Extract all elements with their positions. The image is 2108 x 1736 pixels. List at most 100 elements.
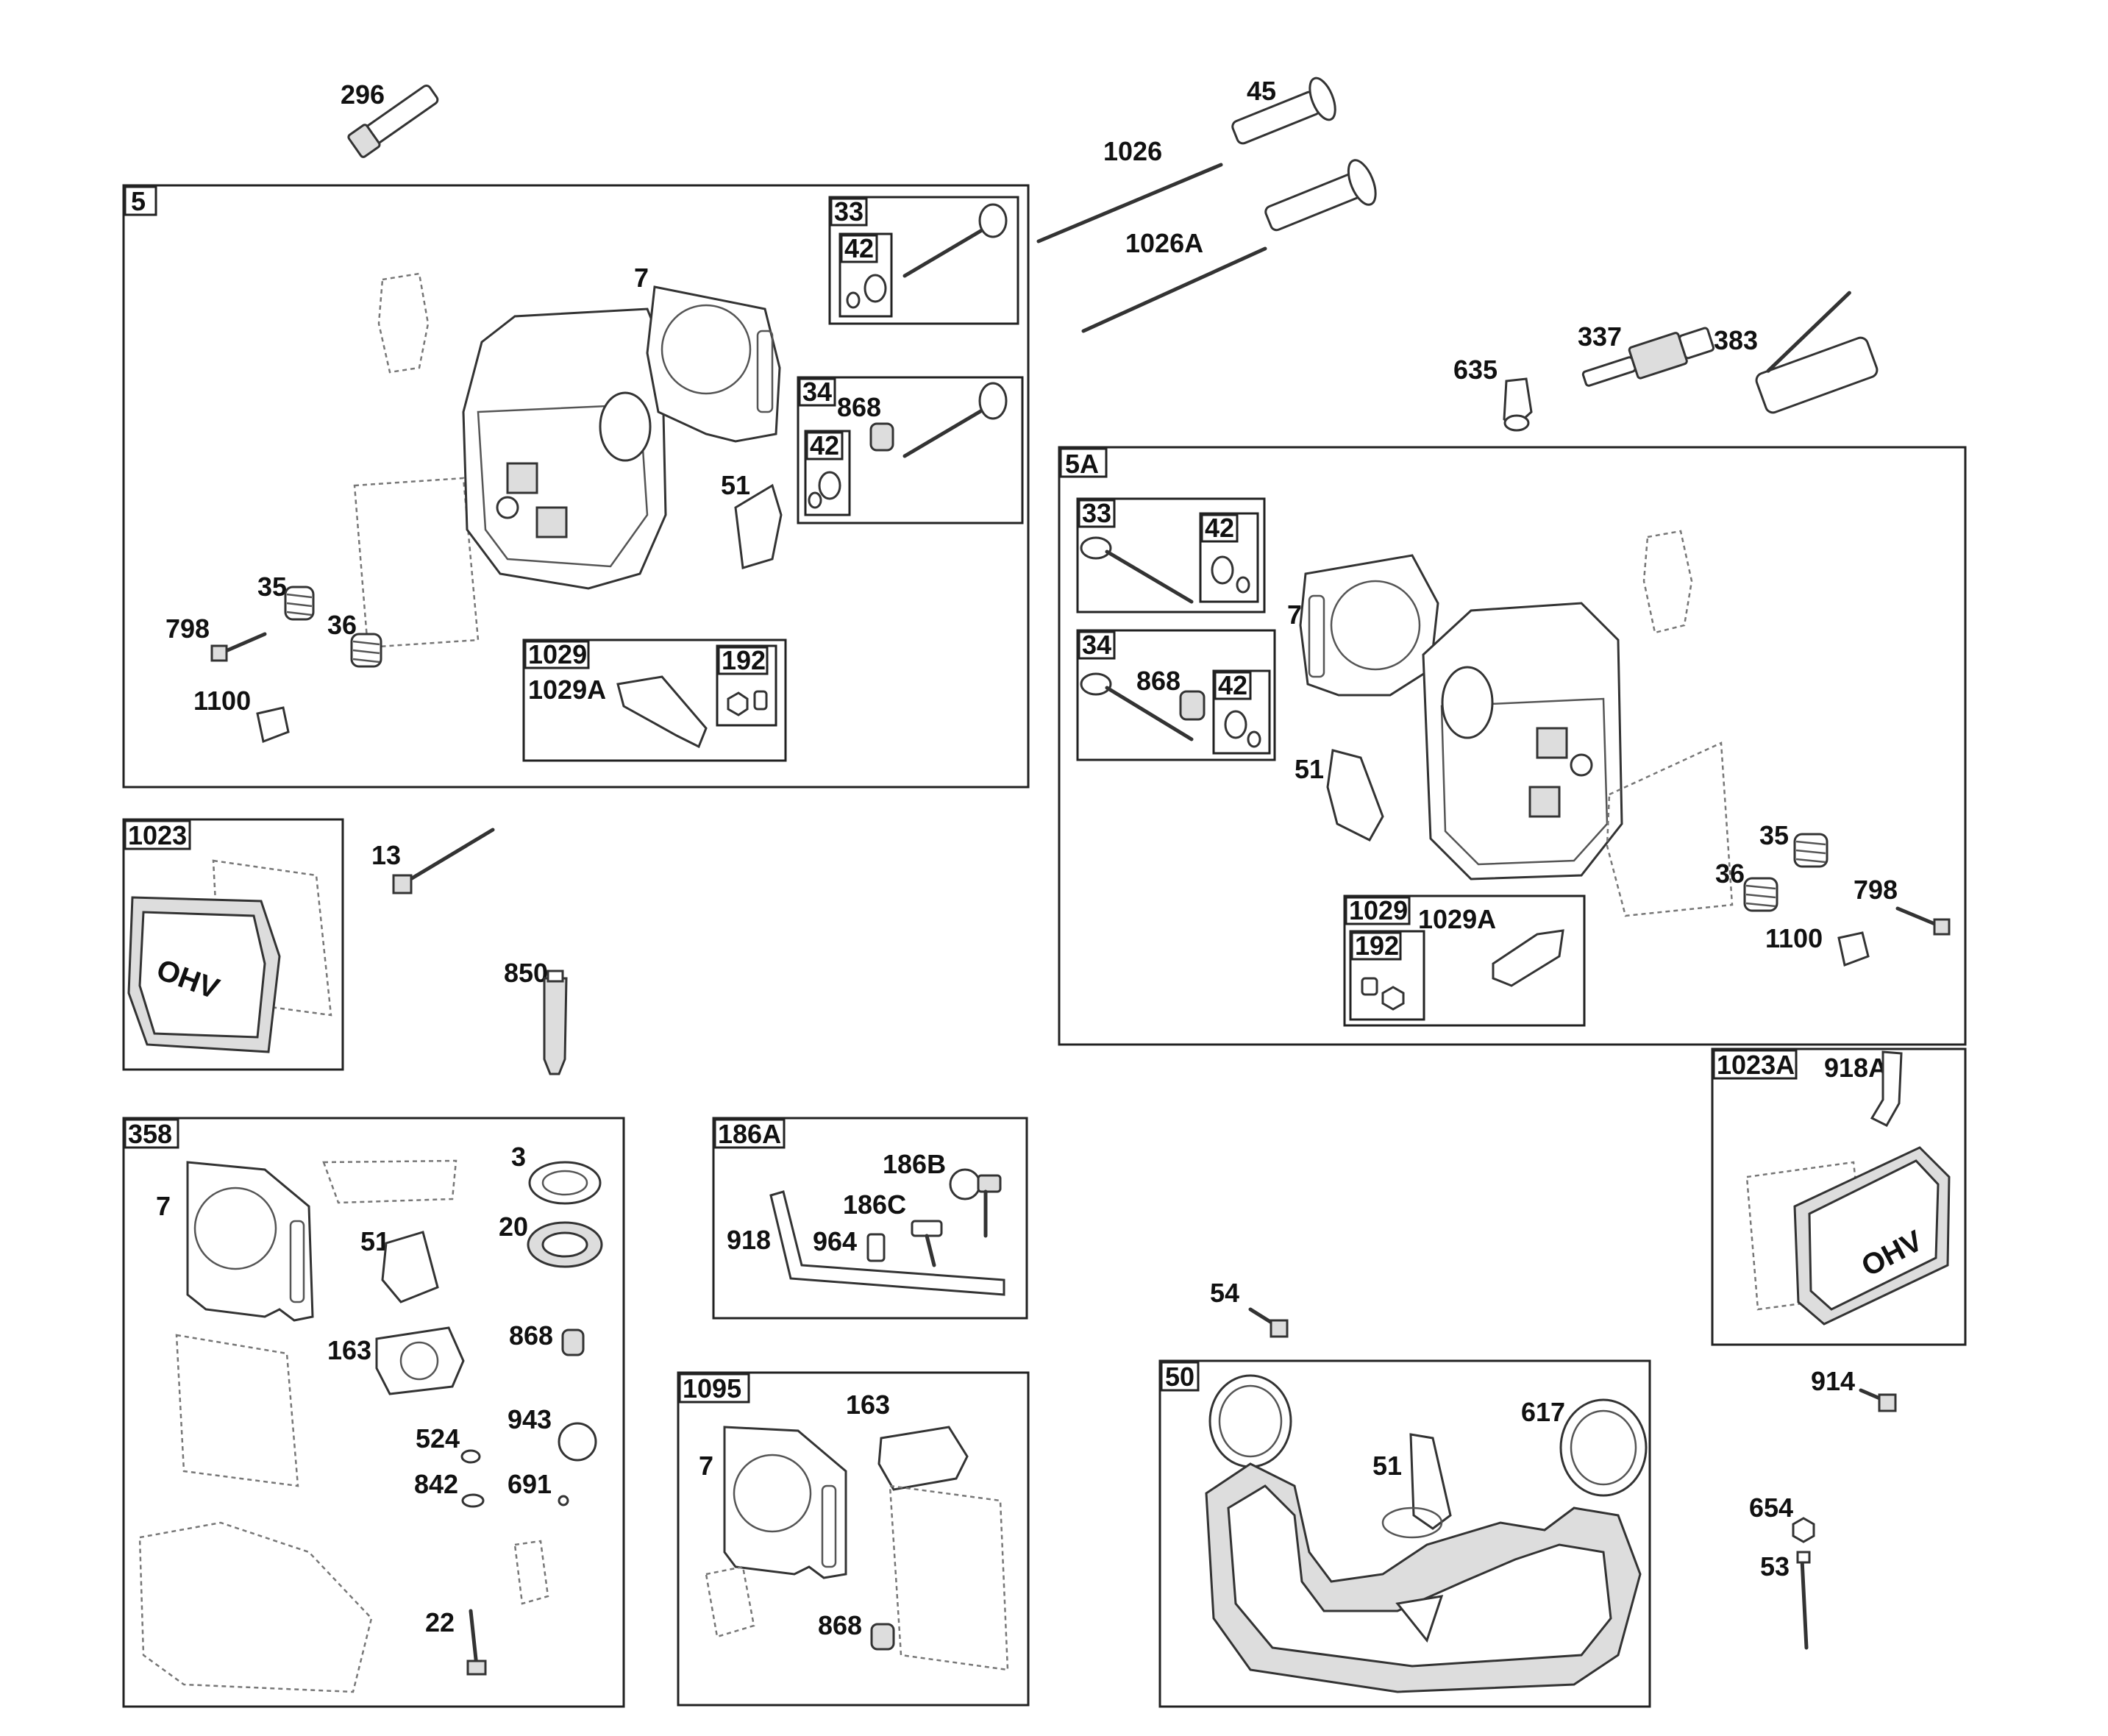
callout-358-943: 943	[508, 1404, 552, 1434]
section-186a: 186A 186B 186C 918 964	[712, 1117, 1028, 1320]
subbox-5a-192-frame	[1349, 930, 1425, 1021]
subbox-5a-34: 34 868 42	[1076, 629, 1276, 761]
valve-spring-5a-35	[1793, 833, 1829, 868]
part-337-group: 337	[1578, 321, 1714, 387]
section-1023a-frame	[1711, 1047, 1967, 1346]
part-1026-pushrod	[1036, 163, 1223, 243]
section-5: 5 7 33 42	[122, 184, 1030, 789]
callout-5a-51: 51	[1295, 754, 1324, 784]
callout-5a-798: 798	[1854, 875, 1898, 905]
part-186b-fitting	[949, 1168, 1002, 1238]
oring-358-691	[558, 1495, 569, 1506]
clip-1100	[256, 706, 290, 744]
part-914-group: 914	[1811, 1366, 1897, 1412]
gasket-358-dashed-small	[513, 1540, 549, 1605]
subbox-5a-33-42-frame	[1199, 512, 1259, 603]
section-358: 358 7 3 20 51 163 868 524 943 842 691	[122, 1117, 625, 1708]
callout-35: 35	[257, 572, 287, 602]
callout-617: 617	[1521, 1397, 1565, 1427]
callout-868: 868	[837, 392, 881, 422]
nut-192	[727, 691, 749, 716]
subbox-192-frame	[716, 644, 777, 727]
callout-186c: 186C	[843, 1189, 906, 1220]
subbox-5a-33-frame	[1076, 497, 1266, 613]
part-13-bolt	[402, 828, 495, 885]
cylinder-head-5a	[1422, 602, 1623, 881]
callout-1026a: 1026A	[1125, 228, 1203, 258]
valve-retainer-icon	[864, 274, 887, 303]
part-296-group: 296	[341, 79, 439, 158]
subbox-1029-frame	[522, 638, 787, 762]
part-850-sealant-tube	[543, 977, 568, 1075]
head-gasket-1095-7	[723, 1426, 847, 1579]
section-186a-tag: 186A	[718, 1119, 781, 1149]
callout-5a-35: 35	[1759, 820, 1789, 850]
callout-5a-7: 7	[1287, 600, 1302, 630]
section-358-tag: 358	[128, 1119, 172, 1149]
subbox-192-tag: 192	[722, 645, 766, 675]
subbox-34-tag: 34	[802, 377, 832, 407]
part-296-pin	[347, 84, 439, 158]
callout-358-524: 524	[416, 1423, 460, 1454]
section-5a-tag: 5A	[1065, 449, 1099, 479]
valve-cover-1023: OHV	[127, 896, 281, 1053]
cover-gasket-1023a-dashed	[1745, 1161, 1870, 1311]
subbox-5a-33-42-tag: 42	[1205, 513, 1234, 543]
subbox-5a-34-42-frame	[1212, 669, 1271, 755]
subbox-33-42-frame	[838, 232, 893, 318]
callout-358-842: 842	[414, 1469, 458, 1499]
seal-358-868	[561, 1328, 585, 1356]
section-1023-tag: 1023	[128, 820, 187, 850]
gasket-358-dashed-top	[322, 1159, 457, 1204]
valve-spring-36	[350, 633, 382, 668]
callout-13: 13	[371, 840, 401, 870]
gasket-1095-dashed-small	[705, 1565, 755, 1638]
section-5a-frame	[1058, 446, 1967, 1046]
callout-53: 53	[1760, 1551, 1790, 1582]
part-635-group: 635	[1453, 355, 1533, 432]
cover-gasket-5a-dashed	[1606, 741, 1734, 917]
oring-358-524	[460, 1449, 481, 1464]
exhaust-valve-33	[902, 203, 1008, 278]
section-50: 50 617 51	[1158, 1359, 1651, 1708]
section-5-tag-box	[124, 185, 157, 216]
subbox-5a-34-frame	[1076, 629, 1276, 761]
part-654-nut	[1792, 1517, 1815, 1543]
oring-358-943	[558, 1422, 597, 1462]
callout-54: 54	[1210, 1278, 1239, 1308]
section-5-tag: 5	[131, 186, 146, 216]
subbox-5a-1029-frame	[1343, 894, 1586, 1027]
subbox-33-42-tag: 42	[844, 233, 874, 263]
cylinder-head	[462, 307, 667, 590]
part-186c-tee	[911, 1220, 943, 1267]
part-654-group: 654	[1749, 1493, 1815, 1543]
exhaust-gasket-51	[734, 483, 783, 569]
callout-358-868: 868	[509, 1320, 553, 1351]
exhaust-manifold-50	[1205, 1462, 1642, 1693]
part-383-tool	[1755, 291, 1879, 414]
callout-5a-36: 36	[1715, 858, 1745, 889]
callout-914: 914	[1811, 1366, 1855, 1396]
callout-358-22: 22	[425, 1607, 455, 1637]
callout-51: 51	[721, 470, 750, 500]
callout-918a: 918A	[1824, 1053, 1887, 1083]
cover-gasket-1023-dashed	[212, 859, 332, 1017]
subbox-1029-tag: 1029	[528, 639, 587, 669]
subbox-33: 33 42	[828, 196, 1019, 325]
callout-654: 654	[1749, 1493, 1793, 1523]
callout-7: 7	[634, 263, 649, 293]
callout-358-163: 163	[327, 1335, 371, 1365]
valve-spring-5a-36	[1743, 877, 1778, 912]
part-54-group: 54	[1210, 1278, 1289, 1338]
part-337-spark-plug	[1581, 327, 1714, 387]
cover-gasket-358-dashed	[175, 1334, 299, 1487]
part-45-group: 45	[1231, 76, 1336, 145]
section-1095: 1095 7 163 868	[677, 1371, 1030, 1707]
gasket-1095-163	[877, 1426, 969, 1491]
callout-383: 383	[1714, 325, 1758, 355]
callout-1095-7: 7	[699, 1451, 713, 1481]
callout-186b: 186B	[883, 1149, 946, 1179]
head-gasket-7	[646, 285, 781, 443]
subbox-34-frame	[797, 376, 1024, 524]
